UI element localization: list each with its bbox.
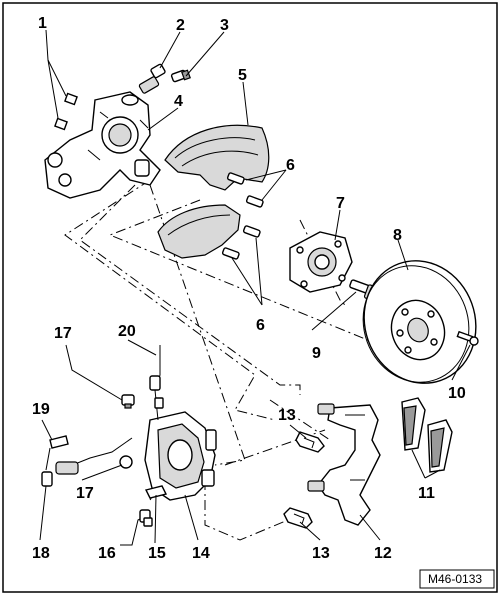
wear-sensor (41, 437, 133, 487)
splash-plate-upper (164, 124, 270, 191)
callout-1: 1 (38, 15, 47, 32)
bracket-part-15 (144, 485, 168, 499)
clip-lower (283, 507, 313, 529)
bolts-part-1 (54, 92, 78, 131)
disc-screw-part-10 (456, 330, 479, 346)
callout-14: 14 (192, 545, 210, 562)
leader-lines (39, 29, 471, 544)
callout-3: 3 (220, 17, 229, 34)
callout-19: 19 (32, 401, 50, 418)
callout-13-lower: 13 (312, 545, 330, 562)
callout-11: 11 (418, 485, 435, 502)
callout-17-lower: 17 (76, 485, 94, 502)
bolt-part-3 (170, 69, 191, 83)
callout-15: 15 (148, 545, 166, 562)
bolts-part-6 (221, 172, 264, 260)
callout-6-upper: 6 (286, 157, 295, 174)
callout-9: 9 (312, 345, 321, 362)
callout-5: 5 (238, 67, 247, 84)
callout-2: 2 (176, 17, 185, 34)
brake-pads (401, 397, 453, 473)
wheel-hub (289, 231, 353, 293)
pin-part-2 (138, 63, 166, 94)
callout-18: 18 (32, 545, 50, 562)
callout-4: 4 (174, 93, 183, 110)
callout-13-upper: 13 (278, 407, 296, 424)
callout-labels: 1 2 3 4 5 6 7 8 6 9 10 17 20 19 13 11 17… (32, 15, 466, 562)
callout-20: 20 (118, 323, 136, 340)
brake-hose-part-16 (120, 509, 153, 546)
callout-16: 16 (98, 545, 116, 562)
brake-disc (362, 260, 477, 384)
splash-plate-lower (157, 204, 241, 259)
callout-8: 8 (393, 227, 402, 244)
callout-7: 7 (336, 195, 345, 212)
clip-upper (295, 431, 325, 453)
caliper-carrier (307, 403, 381, 526)
bolt-part-17-lower (119, 455, 133, 469)
brake-caliper (144, 411, 217, 501)
callout-6-lower: 6 (256, 317, 265, 334)
holder-part-19 (49, 435, 69, 449)
callout-17-upper: 17 (54, 325, 72, 342)
callout-10: 10 (448, 385, 466, 402)
bolt-part-17-upper (121, 394, 135, 409)
brake-hose-part-20 (149, 345, 164, 421)
reference-code: M46-0133 (428, 572, 482, 586)
steering-knuckle (44, 91, 161, 199)
reference-code-box: M46-0133 (419, 569, 495, 589)
callout-12: 12 (374, 545, 392, 562)
